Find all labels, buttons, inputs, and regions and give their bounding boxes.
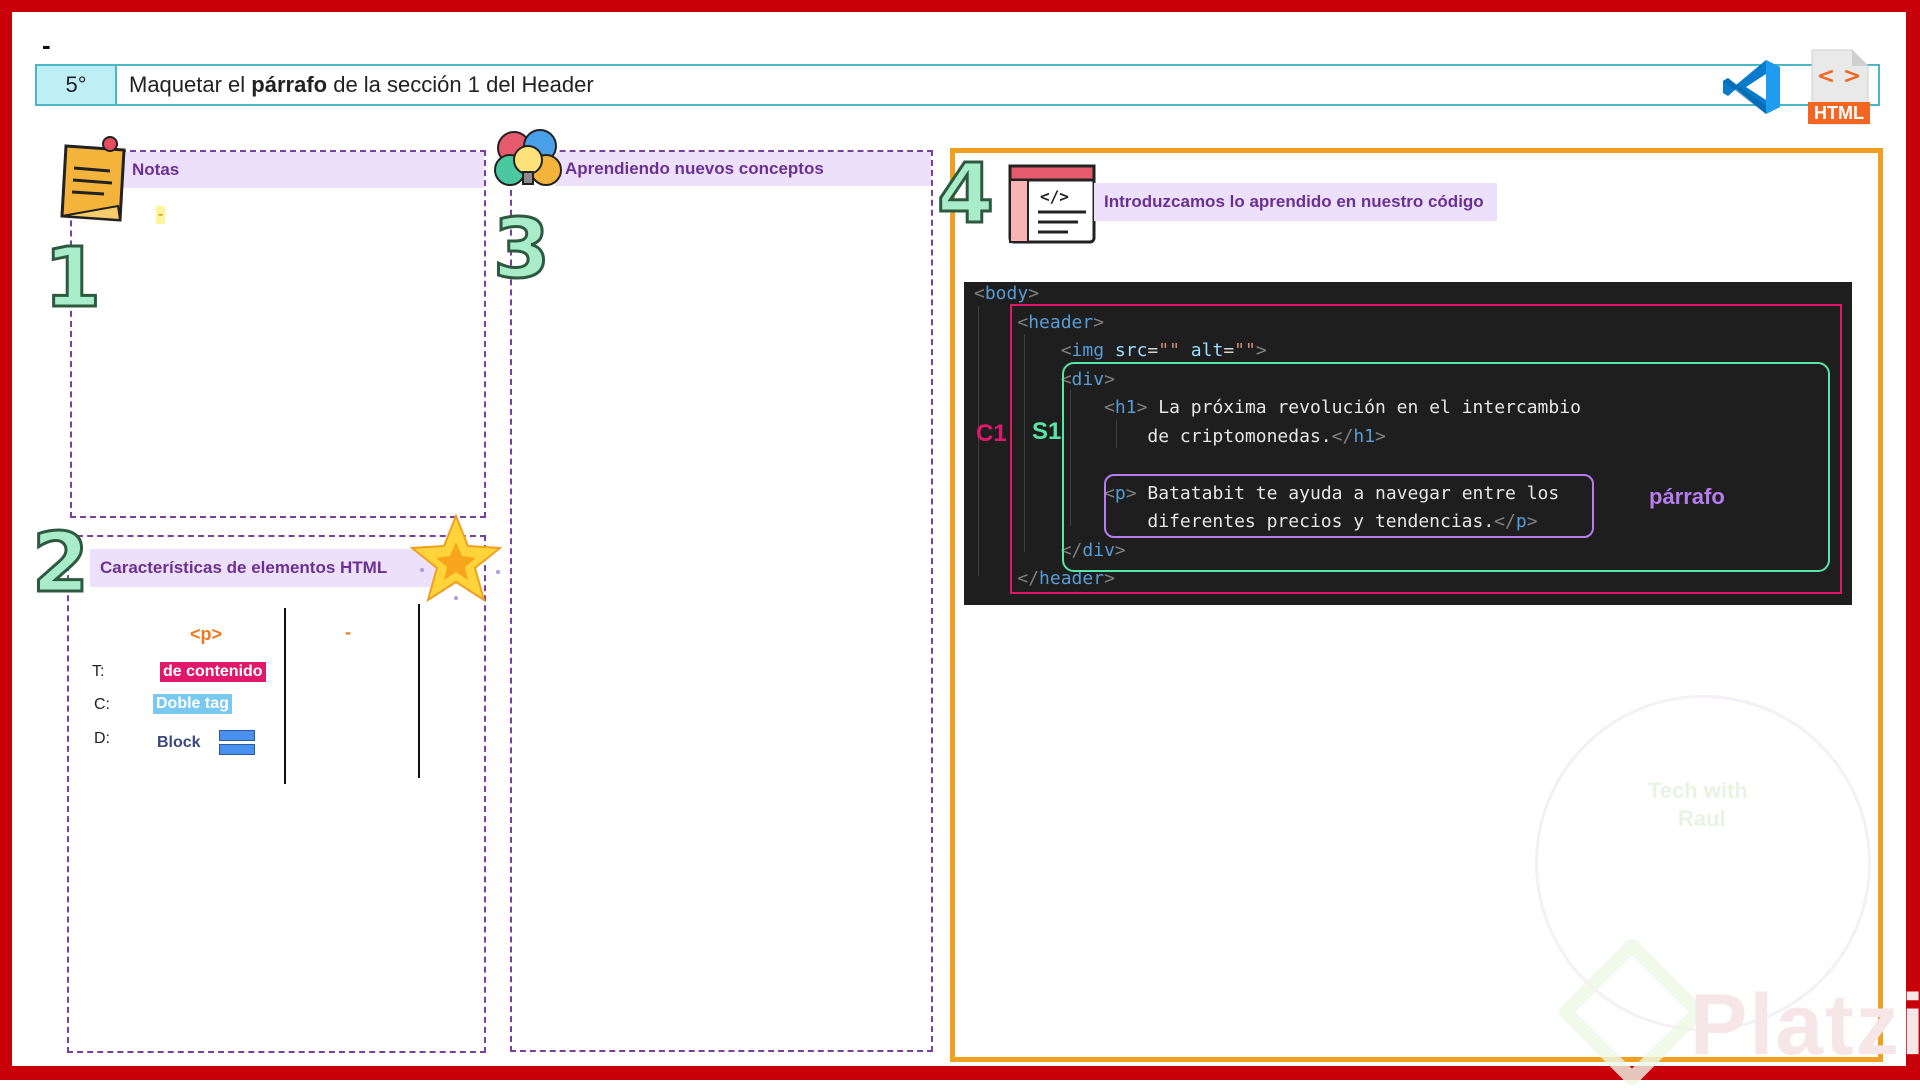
watermark-avatar: Tech with Raul [1535, 695, 1871, 1031]
container-highlight-box [1010, 304, 1842, 594]
watermark-avatar-text-1: Tech with [1648, 778, 1748, 803]
column-divider-2 [418, 604, 420, 778]
lesson-title-bar: 5° Maquetar el párrafo de la sección 1 d… [35, 64, 1880, 106]
column-divider-1 [284, 608, 286, 784]
title-suffix: de la sección 1 del Header [327, 72, 594, 97]
notes-panel [70, 150, 486, 518]
block-icon [219, 730, 255, 756]
code-panel [950, 148, 1883, 1062]
closing-badge: Doble tag [153, 694, 232, 714]
paragraph-label: párrafo [1649, 484, 1725, 509]
code-snippet: <body> <header> <img src="" alt=""> <div… [964, 282, 1852, 605]
step-number: 5° [37, 66, 117, 104]
container-label: C1 [976, 420, 1007, 447]
lesson-title: Maquetar el párrafo de la sección 1 del … [129, 66, 594, 104]
paragraph-highlight-box [1104, 474, 1594, 538]
characteristics-title: Características de elementos HTML [90, 549, 452, 587]
star-icon [409, 513, 503, 603]
code-lines: <body> <header> <img src="" alt=""> <div… [974, 283, 1581, 589]
watermark-avatar-text-2: Raul [1678, 806, 1726, 831]
display-value: Block [157, 734, 201, 751]
indent-guide [1024, 334, 1025, 552]
svg-text:</>: </> [1040, 187, 1069, 206]
concepts-panel [510, 150, 933, 1052]
step-number-4: 4 [935, 147, 995, 242]
top-mark: - [42, 30, 51, 60]
title-prefix: Maquetar el [129, 72, 252, 97]
type-badge: de contenido [160, 662, 266, 682]
concepts-title: Aprendiendo nuevos conceptos [555, 152, 931, 186]
display-key: D: [94, 730, 110, 747]
notes-title: Notas [122, 152, 484, 188]
section-highlight-box [1062, 362, 1830, 572]
closing-key: C: [94, 696, 110, 713]
platzi-watermark: Platzi [1690, 977, 1920, 1073]
html-icon-glyph: < > [1816, 64, 1862, 89]
code-section-title: Introduzcamos lo aprendido en nuestro có… [1094, 183, 1497, 221]
vscode-icon [1723, 60, 1780, 114]
indent-guide [1116, 420, 1117, 448]
step-number-2: 2 [30, 516, 90, 611]
sticky-note-icon [60, 136, 126, 222]
title-bold: párrafo [251, 72, 328, 97]
code-editor-icon: </> [1008, 164, 1096, 244]
indent-guide [978, 306, 979, 576]
type-key: T: [92, 663, 105, 680]
step-number-1: 1 [42, 231, 102, 326]
html-file-icon: < > HTML [1808, 48, 1870, 126]
html-icon-label: HTML [1814, 103, 1864, 123]
characteristics-panel [67, 535, 486, 1053]
section-label: S1 [1032, 418, 1062, 445]
brain-lightbulb-icon [494, 129, 562, 186]
step-number-3: 3 [491, 202, 551, 297]
indent-guide [1070, 390, 1071, 526]
notes-content: - [156, 206, 166, 224]
second-column-mark: - [345, 622, 351, 642]
element-tag: <p> [190, 624, 223, 644]
